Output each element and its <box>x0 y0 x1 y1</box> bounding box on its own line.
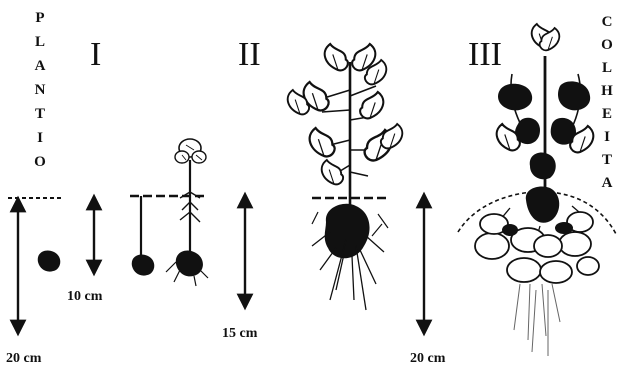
harvest-plant-icon <box>475 24 599 356</box>
sprouting-tuber-icon <box>132 196 155 276</box>
seed-tuber-icon <box>38 250 61 271</box>
mature-plant-icon <box>288 44 403 310</box>
young-plant-icon <box>166 139 208 286</box>
